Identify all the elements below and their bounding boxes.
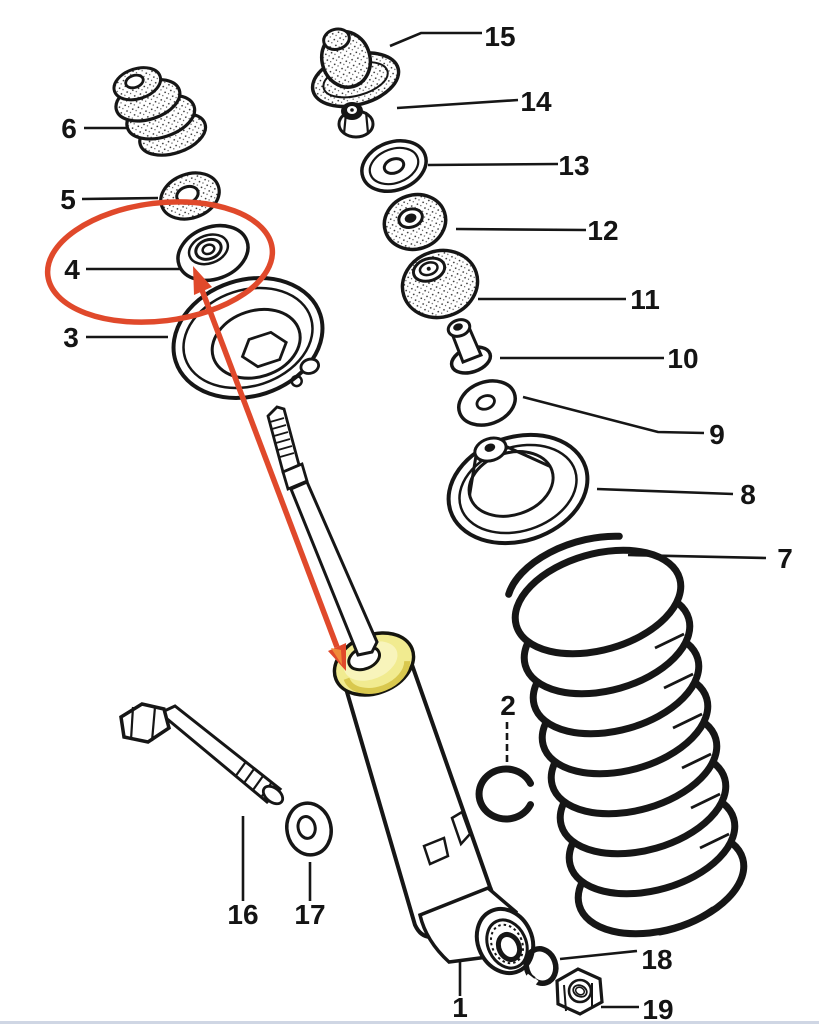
part-label-3: 3 bbox=[63, 322, 79, 353]
pointer-arrow-line bbox=[199, 289, 340, 648]
part-13-washer-drawing bbox=[360, 139, 428, 193]
part-1-shock-absorber-drawing bbox=[337, 639, 536, 976]
rod-thread bbox=[266, 405, 301, 474]
part-2-circlip-drawing bbox=[475, 765, 534, 823]
part-label-6: 6 bbox=[61, 113, 77, 144]
part-16-bolt-drawing bbox=[119, 702, 285, 806]
part-label-19: 19 bbox=[642, 994, 673, 1025]
piston-rod-drawing bbox=[266, 405, 379, 657]
spring-end bbox=[656, 906, 717, 936]
red-annotations bbox=[44, 199, 346, 671]
part-5-washer-drawing bbox=[159, 171, 221, 221]
body-tab bbox=[450, 810, 472, 847]
part-label-8: 8 bbox=[740, 479, 756, 510]
part-label-11: 11 bbox=[630, 284, 660, 315]
part-label-7: 7 bbox=[777, 543, 793, 574]
spring-top-end bbox=[505, 532, 623, 598]
arrowhead-up-icon bbox=[193, 266, 212, 295]
callout-line-15 bbox=[389, 31, 482, 48]
part-3-spring-seat-drawing bbox=[171, 276, 325, 400]
eye-hole bbox=[495, 931, 523, 963]
arrowhead-accent bbox=[331, 648, 342, 665]
callout-lines bbox=[81, 31, 767, 1009]
part-8-spring-cap-drawing bbox=[446, 432, 590, 546]
spring-shading-hatches bbox=[654, 632, 730, 850]
part-label-14: 14 bbox=[520, 86, 552, 117]
part-19-nut-drawing bbox=[555, 967, 604, 1016]
body-tab bbox=[422, 836, 450, 866]
callout-line-14 bbox=[396, 98, 519, 110]
part-label-1: 1 bbox=[452, 992, 468, 1023]
part-6-bump-stop-drawing bbox=[112, 66, 208, 157]
callout-line-12 bbox=[455, 227, 587, 232]
part-9-washer-drawing bbox=[457, 379, 517, 427]
part-label-13: 13 bbox=[558, 150, 589, 181]
part-18-lock-washer-drawing bbox=[523, 946, 559, 986]
part-14-locknut-drawing bbox=[337, 102, 375, 139]
part-label-15: 15 bbox=[484, 21, 515, 52]
bolt-head bbox=[119, 702, 172, 744]
callout-line-9 bbox=[522, 395, 705, 435]
part-4-washer-drawing bbox=[176, 223, 250, 283]
coil bbox=[511, 546, 685, 658]
part-17-washer-drawing bbox=[285, 801, 333, 857]
lock-washer-split bbox=[525, 973, 539, 985]
callout-line-13 bbox=[427, 162, 559, 167]
part-label-5: 5 bbox=[60, 184, 76, 215]
part-12-rubber-bushing-drawing bbox=[382, 192, 448, 252]
part-label-2: 2 bbox=[500, 690, 516, 721]
highlight-ellipse-part-4 bbox=[44, 199, 276, 325]
part-label-12: 12 bbox=[587, 215, 618, 246]
bolt-shaft bbox=[157, 704, 283, 805]
part-label-9: 9 bbox=[709, 419, 725, 450]
rod-shaft bbox=[289, 480, 379, 657]
callout-line-8 bbox=[596, 487, 734, 496]
part-11-rubber-bushing-drawing bbox=[400, 248, 480, 320]
part-7-coil-spring-drawing bbox=[505, 532, 748, 938]
part-label-4: 4 bbox=[64, 254, 80, 285]
callout-line-7 bbox=[627, 553, 767, 560]
callout-line-18 bbox=[559, 949, 638, 961]
part-label-18: 18 bbox=[641, 944, 672, 975]
callout-line-5 bbox=[81, 196, 159, 201]
part-10-spacer-sleeve-drawing bbox=[446, 318, 493, 375]
part-label-10: 10 bbox=[667, 343, 698, 374]
part-label-17: 17 bbox=[294, 899, 325, 930]
part-label-16: 16 bbox=[227, 899, 258, 930]
part-number-labels: 1 2 3 4 5 6 7 8 9 10 11 12 13 14 15 16 1… bbox=[60, 21, 793, 1025]
part-15-cap-drawing bbox=[310, 27, 401, 109]
